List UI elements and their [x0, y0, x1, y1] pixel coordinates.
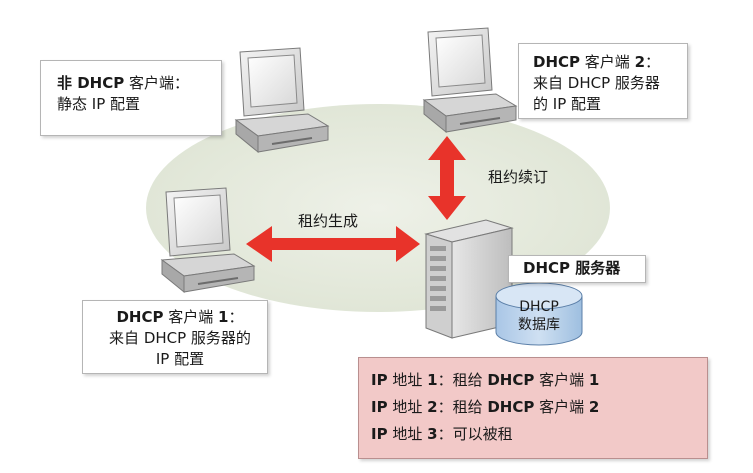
client1-title-mid: 客户端 — [163, 308, 219, 326]
ip-row-1-cnum: 1 — [588, 371, 600, 389]
non-dhcp-title-rest: 客户端： — [124, 74, 190, 92]
client2-desc-line1: 来自 DHCP 服务器 — [533, 74, 660, 92]
ip-row-1-addr: 地址 — [387, 371, 428, 389]
client1-desc-line2: IP 配置 — [155, 350, 205, 368]
client1-title-num: 1 — [218, 308, 229, 326]
client2-computer-icon — [422, 27, 518, 134]
client2-title-colon: ： — [645, 53, 661, 71]
database-label-line1: DHCP — [519, 299, 559, 315]
ip-row-2-dhcp: DHCP — [487, 398, 535, 416]
ip-row-2-ip: IP — [371, 398, 388, 416]
non-dhcp-desc: 静态 IP 配置 — [57, 95, 141, 113]
ip-row-2-client: 客户端 — [534, 398, 589, 416]
ip-row-3: IP 地址 3：可以被租 — [371, 422, 707, 449]
client1-title: DHCP — [116, 308, 164, 326]
client2-desc-line2: 的 IP 配置 — [533, 95, 602, 113]
client2-callout: DHCP 客户端 2： 来自 DHCP 服务器 的 IP 配置 — [518, 43, 688, 119]
database-label: DHCP 数据库 — [496, 298, 582, 334]
ip-row-1-num: 1 — [427, 371, 438, 389]
ip-address-table: IP 地址 1：租给 DHCP 客户端 1 IP 地址 2：租给 DHCP 客户… — [358, 357, 708, 459]
client1-title-colon: ： — [228, 308, 244, 326]
database-label-line2: 数据库 — [518, 317, 560, 333]
server-label: DHCP 服务器 — [508, 255, 646, 283]
ip-row-3-ip: IP — [371, 425, 388, 443]
ip-row-2: IP 地址 2：租给 DHCP 客户端 2 — [371, 395, 707, 422]
database-icon — [495, 282, 583, 346]
client2-title-num: 2 — [634, 53, 645, 71]
ip-row-2-num: 2 — [427, 398, 438, 416]
server-label-bold: DHCP — [523, 259, 571, 277]
ip-row-1-dhcp: DHCP — [487, 371, 535, 389]
client1-computer-icon — [160, 187, 256, 294]
client1-desc-line1: 来自 DHCP 服务器的 — [109, 329, 251, 347]
client1-callout: DHCP 客户端 1： 来自 DHCP 服务器的 IP 配置 — [82, 300, 268, 374]
ip-row-2-cnum: 2 — [588, 398, 600, 416]
ip-row-2-sep: ：租给 — [437, 398, 488, 416]
ip-row-3-num: 3 — [427, 425, 438, 443]
ip-row-1: IP 地址 1：租给 DHCP 客户端 1 — [371, 368, 707, 395]
ip-row-3-addr: 地址 — [387, 425, 428, 443]
ip-row-1-client: 客户端 — [534, 371, 589, 389]
renewal-arrow-icon — [428, 136, 466, 220]
non-dhcp-client-computer-icon — [234, 47, 330, 154]
non-dhcp-title: 非 DHCP — [57, 74, 125, 92]
non-dhcp-client-callout: 非 DHCP 客户端： 静态 IP 配置 — [40, 60, 222, 136]
server-label-rest: 服务器 — [570, 259, 621, 277]
ip-row-2-addr: 地址 — [387, 398, 428, 416]
ip-row-1-sep: ：租给 — [437, 371, 488, 389]
ip-row-1-ip: IP — [371, 371, 388, 389]
generation-label: 租约生成 — [298, 212, 359, 230]
client2-title-mid: 客户端 — [580, 53, 635, 71]
renewal-label: 租约续订 — [488, 168, 549, 186]
ip-row-3-sep: ：可以被租 — [437, 425, 513, 443]
client2-title: DHCP — [533, 53, 581, 71]
generation-arrow-icon — [246, 226, 420, 262]
